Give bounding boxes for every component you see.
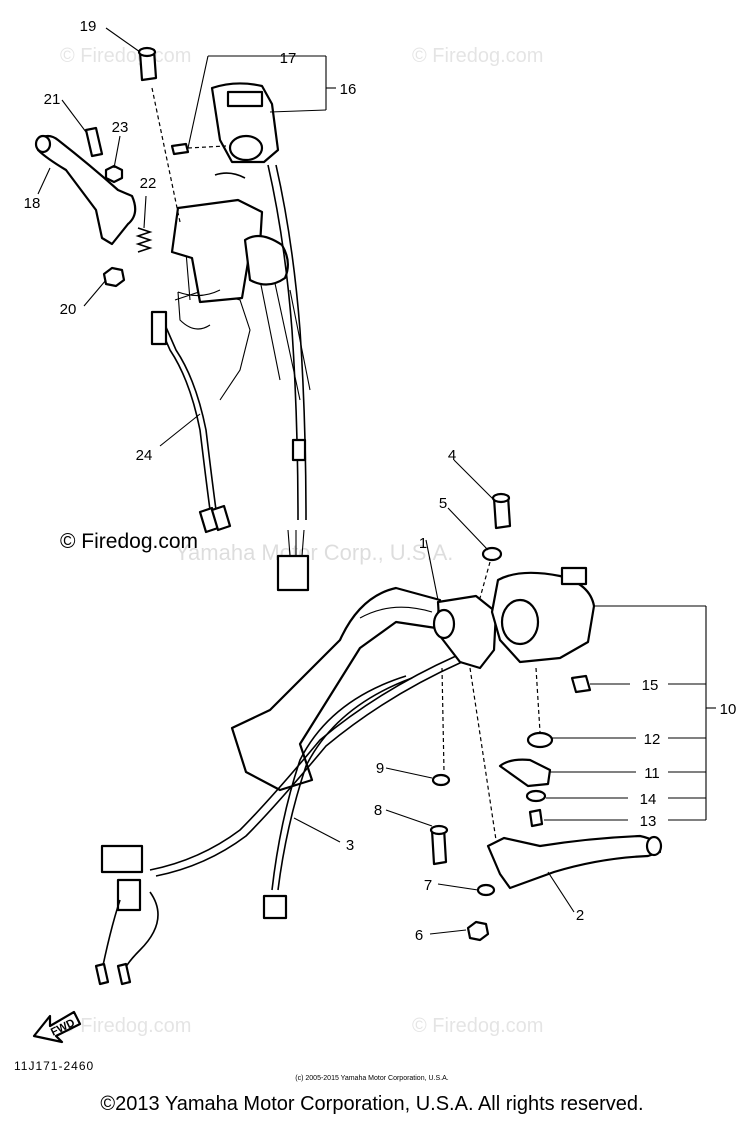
brake-cable-harness-2 [155, 661, 463, 877]
clutch-switch-wire-2 [161, 317, 217, 511]
wire-terminal-d [116, 962, 132, 986]
callout-11: 11 [644, 765, 660, 782]
diagram-code: 11J171-2460 [14, 1059, 94, 1073]
callout-1: 1 [419, 535, 427, 552]
callout-6: 6 [415, 927, 423, 944]
callout-18: 18 [24, 195, 41, 212]
small-credit: (c) 2005-2015 Yamaha Motor Corporation, … [295, 1075, 448, 1082]
callout-2: 2 [576, 907, 584, 924]
callout-20: 20 [60, 301, 77, 318]
copyright-notice: ©2013 Yamaha Motor Corporation, U.S.A. A… [100, 1093, 643, 1115]
main-coupler [100, 844, 144, 874]
watermark-middle-left: © Firedog.com [60, 530, 198, 553]
switch-wire-exit [214, 172, 246, 179]
callout-7: 7 [424, 877, 432, 894]
brake-lever [486, 834, 662, 890]
callout-13: 13 [640, 813, 657, 830]
switch-screw-13 [528, 808, 544, 828]
watermark-top-left: © Firedog.com [60, 45, 191, 67]
callout-12: 12 [644, 731, 661, 748]
clutch-lever [36, 134, 137, 246]
brake-cable-harness [149, 655, 457, 871]
callout-8: 8 [374, 802, 382, 819]
switch-screw-15 [570, 674, 592, 694]
clutch-lever-holder [170, 198, 264, 304]
callout-24: 24 [136, 447, 153, 464]
callout-leaders [37, 27, 716, 935]
lever-holder-nut [102, 266, 126, 288]
callout-22: 22 [140, 175, 157, 192]
callout-23: 23 [112, 119, 129, 136]
switch-bar-hole [228, 134, 264, 162]
switch-harness [267, 164, 299, 521]
right-handlebar-highlight [359, 606, 433, 619]
clutch-lever-tip [34, 134, 52, 154]
callout-14: 14 [640, 791, 657, 808]
switch-cable-3b [277, 677, 413, 891]
right-switch-button [560, 566, 588, 586]
mirror-washer [481, 546, 503, 562]
right-handlebar [230, 586, 442, 792]
lever-holder-lower [177, 289, 221, 330]
switch-cable-3 [271, 675, 407, 891]
cap-leader [535, 667, 541, 733]
switch-top-button [226, 90, 264, 108]
lever-pivot-bolt-head [429, 824, 449, 836]
forward-direction-arrow [32, 1010, 82, 1044]
watermark-bottom-left: © Firedog.com [60, 1015, 191, 1037]
screw-17-leader [187, 145, 227, 149]
callout-16: 16 [340, 81, 357, 98]
brake-switch [498, 758, 552, 788]
switch-screw [170, 142, 190, 156]
lever-spring [135, 227, 153, 253]
pivot-bolt-head [137, 46, 157, 58]
brake-lever-holder [436, 594, 498, 670]
callout-17: 17 [280, 50, 297, 67]
coupler-leads [287, 529, 305, 557]
callout-19: 19 [80, 18, 97, 35]
clutch-switch-wire [155, 317, 211, 511]
brake-lever-tip [645, 835, 663, 857]
lever-nut-6 [466, 920, 490, 942]
lever-leader [469, 667, 497, 841]
callout-5: 5 [439, 495, 447, 512]
clutch-lever-nut [104, 164, 124, 184]
o-ring [476, 883, 496, 897]
pivot-leader [441, 667, 445, 773]
handlebar-end-grip [243, 234, 289, 286]
secondary-coupler [116, 878, 142, 912]
right-switch-bore [500, 598, 540, 646]
wire-terminal-c [94, 962, 110, 986]
watermark-yamaha-center: Yamaha Motor Corp., U.S.A. [175, 540, 453, 565]
callout-15: 15 [642, 677, 659, 694]
mirror-bolt-head [491, 492, 511, 504]
watermark-bottom-right: © Firedog.com [412, 1015, 543, 1037]
switch-cap [526, 731, 554, 749]
harness-sleeve [291, 438, 307, 462]
holder-clamp-bore [432, 608, 456, 640]
switch-washer [525, 789, 547, 803]
callout-4: 4 [448, 447, 456, 464]
lever-nut-9 [431, 773, 451, 787]
switch-harness-2 [275, 164, 307, 521]
callout-3: 3 [346, 837, 354, 854]
callout-21: 21 [44, 91, 61, 108]
callout-10: 10 [720, 701, 737, 718]
clutch-switch [150, 310, 168, 346]
watermark-top-right: © Firedog.com [412, 45, 543, 67]
harness-coupler [276, 554, 310, 592]
wire-terminal-b [210, 504, 232, 532]
bolt-4-leader [479, 561, 491, 599]
bolt-19-leader [151, 87, 181, 223]
clutch-lever-bolt [84, 126, 104, 158]
switch-cable-coupler [262, 894, 288, 920]
callout-9: 9 [376, 760, 384, 777]
